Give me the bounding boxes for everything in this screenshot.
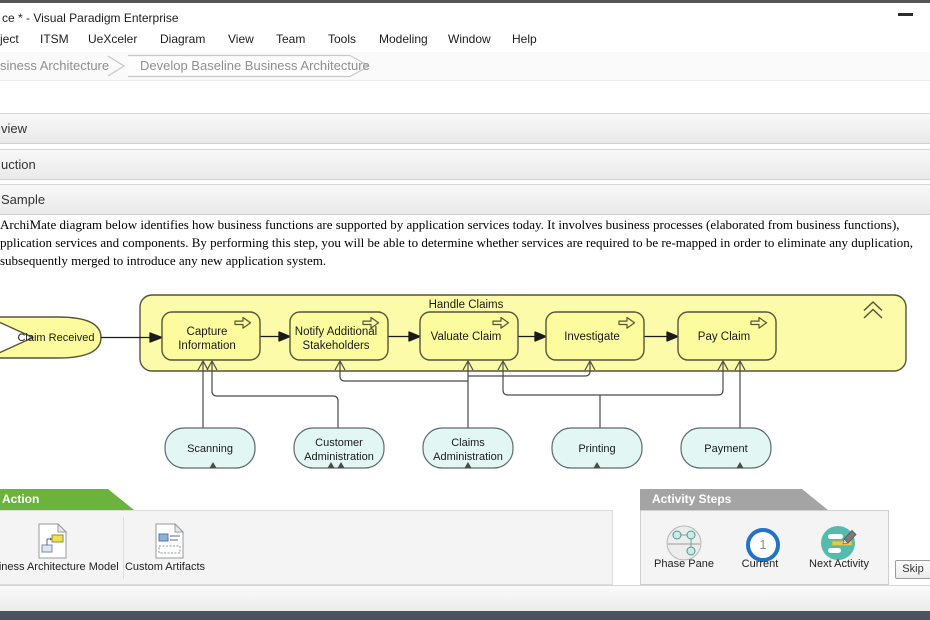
status-strip xyxy=(0,586,930,611)
breadcrumb-item-develop-baseline[interactable]: Develop Baseline Business Architecture xyxy=(140,58,370,73)
event-claim-received[interactable]: Claim Received xyxy=(0,316,102,359)
service-claims-administration[interactable]: Claims Administration xyxy=(422,427,514,469)
section-header-introduction[interactable]: uction xyxy=(0,149,930,180)
minimize-icon[interactable] xyxy=(898,13,913,16)
breadcrumb-shapes xyxy=(107,54,370,78)
breadcrumb-separator-icon xyxy=(107,55,126,77)
activity-steps-banner: Activity Steps xyxy=(640,489,828,510)
menu-item-diagram[interactable]: Diagram xyxy=(160,32,206,46)
custom-artifacts-button[interactable] xyxy=(155,522,185,565)
menu-item-tools[interactable]: Tools xyxy=(328,32,357,46)
bottom-dark-bar xyxy=(0,611,930,620)
section-label: uction xyxy=(1,157,36,172)
business-architecture-model-label: siness Architecture Model xyxy=(0,561,119,573)
description-line-3: subsequently merged to introduce any new… xyxy=(0,253,327,268)
process-pay-claim[interactable]: Pay Claim xyxy=(677,311,777,361)
process-label: Valuate Claim xyxy=(431,331,502,343)
breadcrumb-arrow-shape xyxy=(128,54,370,78)
clipped-realization-arrowheads xyxy=(209,462,744,468)
process-notify-additional-stakeholders[interactable]: Notify Additional Stakeholders xyxy=(289,311,389,361)
container-title: Handle Claims xyxy=(429,299,504,311)
next-activity-label: Next Activity xyxy=(809,558,869,570)
event-label: Claim Received xyxy=(17,332,94,344)
section-label: view xyxy=(1,121,28,136)
description-line-2: pplication services and components. By p… xyxy=(0,235,913,250)
service-label: Scanning xyxy=(187,443,233,455)
next-activity-icon xyxy=(821,526,857,560)
service-payment[interactable]: Payment xyxy=(680,427,772,469)
section-header-overview[interactable]: view xyxy=(0,113,930,144)
service-scanning[interactable]: Scanning xyxy=(164,427,256,469)
menu-item-window[interactable]: Window xyxy=(448,32,491,46)
section-label: Sample xyxy=(1,192,46,207)
process-arrow-icon xyxy=(618,316,636,329)
custom-artifacts-label: Custom Artifacts xyxy=(124,561,206,573)
process-arrow-icon xyxy=(492,316,510,329)
skip-button[interactable]: Skip xyxy=(895,560,930,579)
action-panel-body: siness Architecture Model Custom Artifac… xyxy=(0,510,613,585)
window-top-border xyxy=(0,0,930,3)
section-header-sample[interactable]: Sample xyxy=(0,184,930,215)
menu-item-modeling[interactable]: Modeling xyxy=(379,32,428,46)
current-step-label: Current xyxy=(741,558,779,570)
menu-item-itsm[interactable]: ITSM xyxy=(40,32,69,46)
menu-item-uexceler[interactable]: UeXceler xyxy=(88,32,138,46)
menu-item-team[interactable]: Team xyxy=(276,32,306,46)
action-panel-title: Action xyxy=(2,492,40,506)
description-line-1: ArchiMate diagram below identifies how b… xyxy=(0,217,900,232)
process-label: Pay Claim xyxy=(698,331,750,343)
collapse-chevron-icon[interactable] xyxy=(863,301,883,319)
current-step-number: 1 xyxy=(759,537,767,552)
process-arrow-icon xyxy=(750,316,768,329)
process-label: Notify Additional xyxy=(295,326,377,338)
process-arrow-icon xyxy=(362,316,380,329)
sequence-flow-arrows xyxy=(101,331,679,343)
process-label: Information xyxy=(178,340,236,352)
menu-item-help[interactable]: Help xyxy=(512,32,537,46)
next-activity-button[interactable] xyxy=(819,524,859,567)
business-architecture-model-button[interactable] xyxy=(38,522,68,565)
breadcrumb-item-business-architecture[interactable]: siness Architecture xyxy=(0,58,110,73)
process-investigate[interactable]: Investigate xyxy=(545,311,645,361)
service-label: Customer xyxy=(315,437,363,449)
menu-item-view[interactable]: View xyxy=(228,32,254,46)
title-bar: ce * - Visual Paradigm Enterprise xyxy=(0,3,930,28)
process-valuate-claim[interactable]: Valuate Claim xyxy=(419,311,519,361)
action-items-divider xyxy=(123,517,124,579)
process-capture-information[interactable]: Capture Information xyxy=(161,311,261,361)
service-label: Administration xyxy=(433,451,503,463)
document-artifacts-icon xyxy=(155,522,185,559)
serving-relationship-lines xyxy=(197,360,746,428)
current-step-button[interactable]: 1 xyxy=(746,528,780,562)
window-title: ce * - Visual Paradigm Enterprise xyxy=(2,11,179,25)
process-label: Capture xyxy=(187,326,228,338)
phase-pane-label: Phase Pane xyxy=(654,558,714,570)
document-flowchart-icon xyxy=(38,522,68,559)
footer-divider xyxy=(0,585,930,586)
service-printing[interactable]: Printing xyxy=(551,427,643,469)
breadcrumb: siness Architecture Develop Baseline Bus… xyxy=(0,52,930,81)
phase-pane-icon xyxy=(666,525,702,561)
service-label: Administration xyxy=(304,451,374,463)
menu-item-project[interactable]: ject xyxy=(0,32,19,46)
service-label: Payment xyxy=(704,443,747,455)
process-label: Stakeholders xyxy=(302,340,369,352)
process-arrow-icon xyxy=(234,316,252,329)
service-label: Printing xyxy=(578,443,615,455)
action-panel-banner: Action xyxy=(0,489,134,510)
service-customer-administration[interactable]: Customer Administration xyxy=(293,427,385,469)
activity-steps-title: Activity Steps xyxy=(652,492,732,506)
service-label: Claims xyxy=(451,437,485,449)
phase-pane-button[interactable] xyxy=(665,524,703,567)
archimate-diagram-canvas: Handle Claims Claim Received xyxy=(0,294,907,469)
process-label: Investigate xyxy=(564,331,620,343)
menu-bar: ject ITSM UeXceler Diagram View Team Too… xyxy=(0,28,930,52)
